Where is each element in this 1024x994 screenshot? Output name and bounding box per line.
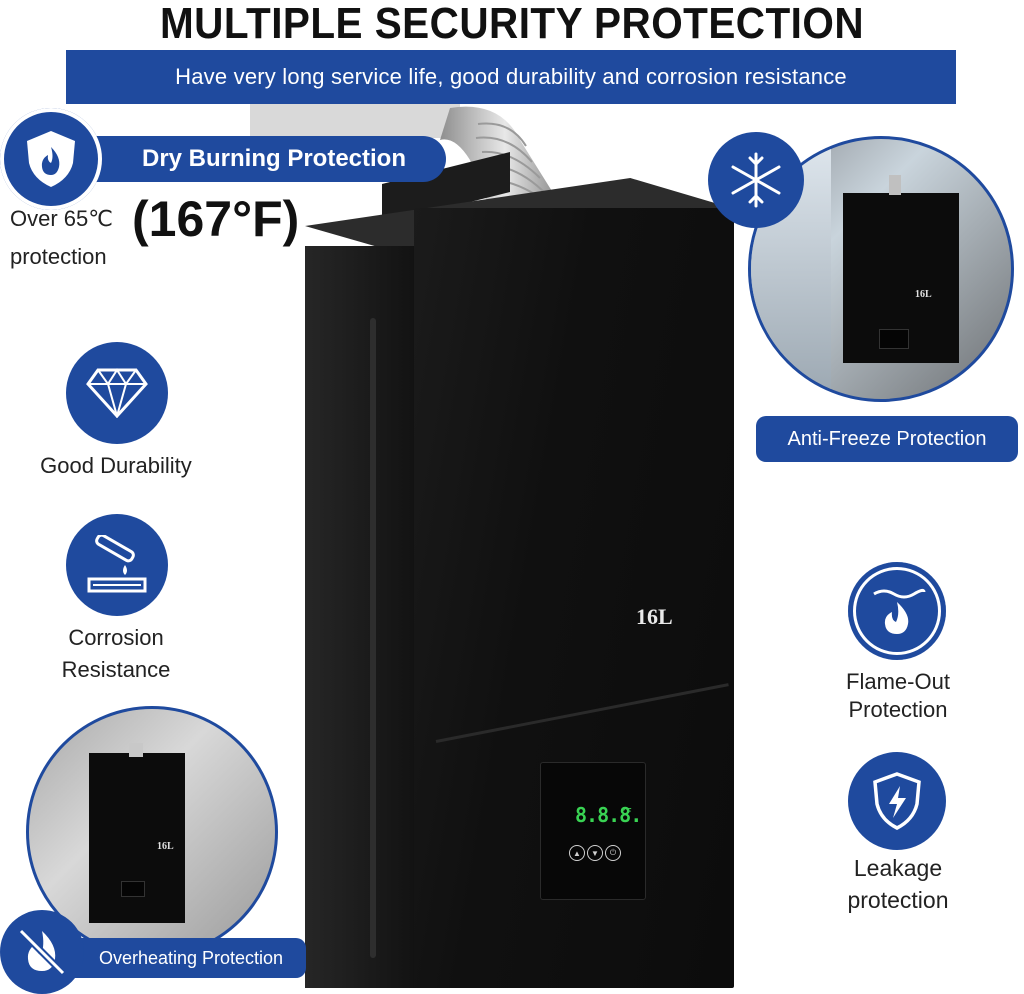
corrosion-label: Corrosion Resistance	[14, 622, 218, 686]
mini-model-label: 16L	[915, 289, 932, 300]
control-panel: 8.8.8. °F ▲ ▼ ⏻	[540, 762, 646, 900]
shield-flame-icon	[27, 131, 75, 187]
leakage-label: Leakage protection	[800, 852, 996, 916]
dry-burning-label: Dry Burning Protection	[141, 145, 406, 172]
flame-out-badge	[848, 562, 946, 660]
shield-bolt-icon	[873, 772, 921, 830]
snowflake-icon	[731, 152, 781, 208]
corrosion-label-line1: Corrosion	[68, 625, 164, 650]
anti-freeze-badge	[708, 132, 804, 228]
page-title: MULTIPLE SECURITY PROTECTION	[159, 0, 865, 48]
overheating-pill: Overheating Protection	[48, 938, 306, 978]
durability-label: Good Durability	[40, 453, 192, 478]
dry-burning-temp: (167°F)	[132, 191, 300, 247]
display-unit: °F	[621, 807, 632, 818]
down-button[interactable]: ▼	[587, 845, 603, 861]
dry-burning-pill: Dry Burning Protection	[42, 136, 446, 182]
durability-badge	[66, 342, 168, 444]
flame-out-label-line1: Flame-Out	[846, 669, 950, 694]
model-label: 16L	[636, 604, 673, 629]
dry-burning-line1: Over 65℃	[10, 206, 113, 231]
side-groove	[370, 318, 376, 958]
anti-freeze-pill: Anti-Freeze Protection	[756, 416, 1018, 462]
temperature-display: 8.8.8.	[575, 803, 642, 827]
corrosion-badge	[66, 514, 168, 616]
no-flame-icon	[18, 928, 66, 976]
mini-heater	[89, 753, 185, 923]
mini-pipe	[889, 175, 901, 195]
test-tube-drip-icon	[87, 535, 147, 593]
diamond-icon	[86, 368, 148, 418]
corrosion-label-line2: Resistance	[61, 657, 171, 682]
mini-model-label: 16L	[157, 841, 174, 852]
mini-panel	[879, 329, 909, 349]
power-button[interactable]: ⏻	[605, 845, 621, 861]
flame-out-label-line2: Protection	[848, 697, 948, 722]
subtitle-text: Have very long service life, good durabi…	[175, 64, 847, 89]
leakage-label-line2: protection	[847, 887, 949, 913]
mini-pipe	[129, 743, 143, 757]
flame-water-icon	[873, 588, 926, 634]
overheating-label: Overheating Protection	[98, 947, 284, 968]
flame-out-label: Flame-Out Protection	[800, 668, 996, 724]
overheating-badge	[0, 910, 84, 994]
dry-burning-line2: protection	[10, 244, 107, 269]
mini-panel	[121, 881, 145, 897]
anti-freeze-label: Anti-Freeze Protection	[787, 427, 987, 450]
subtitle-banner: Have very long service life, good durabi…	[66, 50, 956, 104]
up-button[interactable]: ▲	[569, 845, 585, 861]
anti-freeze-inset: 16L	[748, 136, 1014, 402]
overheating-inset: 16L	[26, 706, 278, 958]
dry-burning-badge	[0, 108, 102, 210]
heater-side	[305, 246, 417, 988]
leakage-badge	[848, 752, 946, 850]
leakage-label-line1: Leakage	[853, 855, 943, 881]
